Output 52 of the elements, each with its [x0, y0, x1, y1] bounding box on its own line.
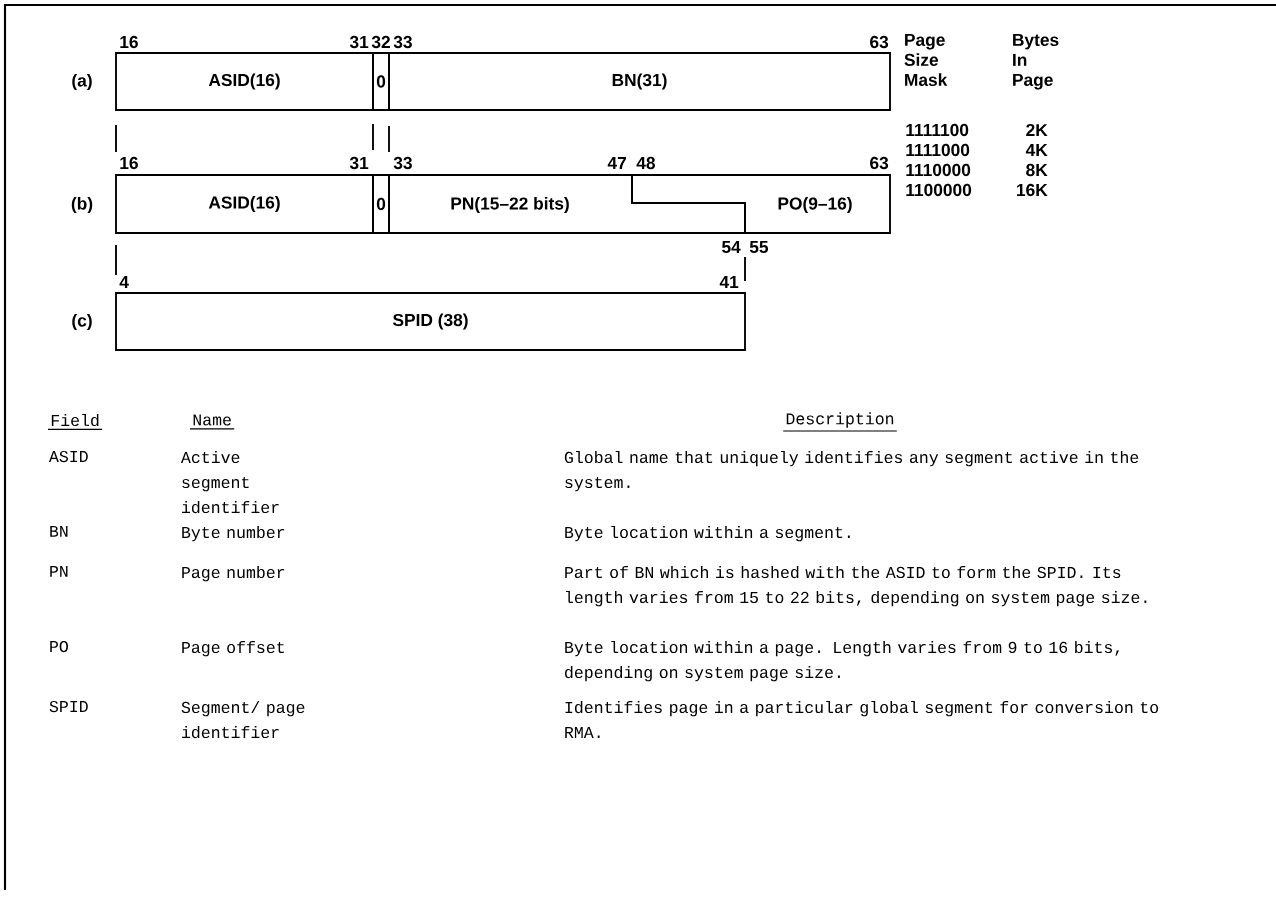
table-value: 1111000: [906, 143, 970, 157]
field-name: Byte number: [182, 525, 285, 542]
bit-number: 33: [393, 35, 412, 49]
bit-number: 31: [349, 35, 369, 49]
table-value: 1110000: [906, 163, 971, 177]
field-description: Byte location within a page. Length varies from 9 to 16 bits, depending on system page size.: [565, 640, 1119, 682]
column-heading: Page Size Mask: [904, 33, 948, 87]
field-name: Page offset: [182, 640, 284, 657]
zero-bit-box: 0: [372, 174, 390, 234]
field-description: Global name that uniquely identifies any segment active in the system.: [564, 450, 1139, 492]
table-value: 2K: [1026, 123, 1048, 137]
table-value: 1100000: [906, 183, 972, 197]
bit-number: 16: [120, 156, 138, 170]
column-header: Field: [47, 413, 103, 430]
field-description: Identifies page in a particular global segment for conversion to RMA.: [565, 700, 1159, 738]
table-value: 16K: [1017, 183, 1048, 197]
bit-number: 31: [349, 156, 369, 170]
zero-bit-box: 0: [372, 52, 390, 111]
bit-number: 41: [719, 276, 739, 288]
bit-number: 33: [393, 156, 412, 170]
bit-field-box: ASID(16): [115, 52, 374, 111]
table-value: 1111100: [906, 123, 969, 137]
bit-number: 55: [749, 240, 769, 254]
field-code: BN: [50, 525, 68, 537]
bit-field-box: PN(15–22 bits): [388, 174, 746, 234]
field-description: Byte location within a segment.: [565, 525, 850, 542]
field-code: ASID: [48, 450, 88, 463]
field-description: Part of BN which is hashed with the ASID to form the SPID. Its length varies from 15 to 22 bits, depending on system page size.: [565, 565, 1147, 607]
field-name: Segment/ page identifier: [181, 700, 305, 739]
field-code: PN: [50, 565, 68, 577]
bit-number: 4: [119, 276, 129, 288]
row-label: (c): [72, 313, 92, 331]
field-name: Active segment identifier: [180, 450, 279, 514]
table-value: 4K: [1025, 144, 1048, 156]
bit-number: 54: [722, 240, 741, 254]
field-name: Page number: [182, 565, 285, 582]
bit-field-box: PO(9–16): [631, 174, 891, 234]
bit-number: 48: [636, 156, 656, 170]
row-label: (b): [71, 196, 93, 214]
bit-number: 32: [371, 35, 390, 49]
column-header: Description: [782, 412, 898, 432]
bit-field-box: BN(31): [388, 52, 891, 111]
column-header: Name: [189, 414, 235, 430]
bit-number: 63: [870, 156, 889, 170]
field-code: SPID: [49, 700, 88, 713]
row-label: (a): [72, 73, 92, 91]
column-heading: Bytes In Page: [1013, 33, 1059, 90]
bit-field-box: SPID (38): [115, 292, 746, 351]
bit-field-box: ASID(16): [115, 174, 374, 234]
field-code: PO: [50, 640, 68, 653]
bit-number: 47: [607, 157, 626, 169]
table-value: 8K: [1026, 163, 1048, 177]
